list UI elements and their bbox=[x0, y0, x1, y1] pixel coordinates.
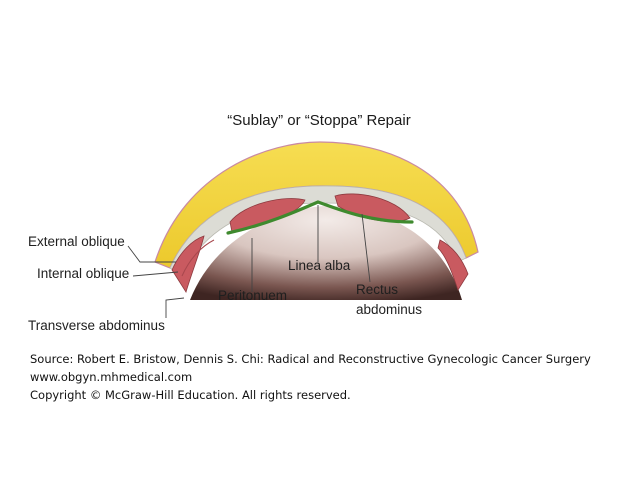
label-transverse-abdominus: Transverse abdominus bbox=[28, 318, 165, 333]
abdominal-cavity bbox=[190, 205, 462, 300]
diagram-title: “Sublay” or “Stoppa” Repair bbox=[227, 112, 411, 129]
leader-lines bbox=[127, 205, 371, 318]
right-oblique-muscles bbox=[437, 239, 469, 291]
left-oblique-band bbox=[181, 239, 215, 277]
label-linea-alba: Linea alba bbox=[288, 258, 351, 273]
label-rectus: Rectus bbox=[356, 282, 399, 297]
label-peritonuem: Peritonuem bbox=[218, 288, 288, 303]
source-url: www.obgyn.mhmedical.com bbox=[30, 370, 193, 384]
label-abdominus: abdominus bbox=[356, 302, 423, 317]
label-internal-oblique: Internal oblique bbox=[37, 266, 130, 281]
copyright-line: Copyright © McGraw-Hill Education. All r… bbox=[30, 388, 351, 402]
sublay-mesh bbox=[226, 200, 414, 235]
source-citation: Source: Robert E. Bristow, Dennis S. Chi… bbox=[30, 350, 630, 404]
source-line: Source: Robert E. Bristow, Dennis S. Chi… bbox=[30, 352, 591, 366]
label-external-oblique: External oblique bbox=[28, 234, 125, 249]
